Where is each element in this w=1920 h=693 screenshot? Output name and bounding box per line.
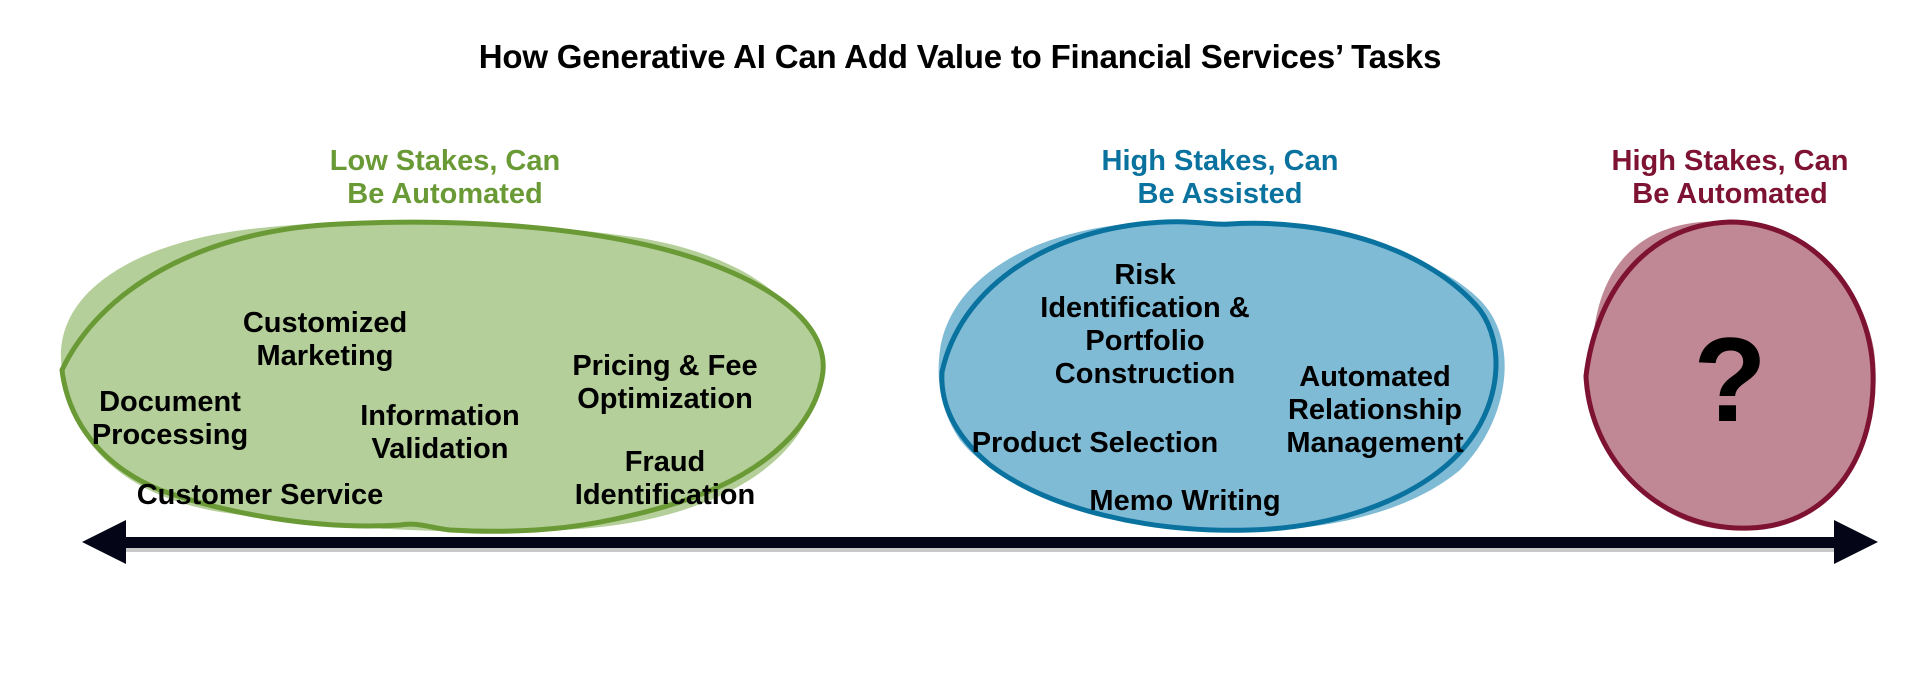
task-risk-identification-portfolio-construction: Risk Identification & Portfolio Construc… bbox=[1040, 259, 1250, 390]
low-stakes-blob-outline bbox=[59, 219, 826, 534]
task-information-validation: Information Validation bbox=[360, 400, 520, 465]
task-pricing-fee-optimization: Pricing & Fee Optimization bbox=[572, 350, 758, 415]
task-automated-relationship-management: Automated Relationship Management bbox=[1286, 361, 1464, 459]
high-stakes-automated-blob bbox=[1583, 219, 1876, 531]
task-document-processing: Document Processing bbox=[91, 386, 249, 451]
group-label-high-stakes-automated: High Stakes, Can Be Automated bbox=[1611, 145, 1849, 210]
low-stakes-automated-blob bbox=[59, 219, 826, 534]
arrow-head-left-icon bbox=[82, 520, 126, 564]
arrow-head-right-icon bbox=[1834, 520, 1878, 564]
axis-line-shadow bbox=[120, 548, 1840, 552]
task-product-selection: Product Selection bbox=[971, 427, 1219, 459]
group-label-low-stakes-automated: Low Stakes, Can Be Automated bbox=[329, 145, 561, 210]
high-stakes-automated-outline bbox=[1583, 219, 1876, 531]
task-fraud-identification: Fraud Identification bbox=[574, 446, 756, 511]
high-stakes-assisted-blob bbox=[938, 219, 1505, 533]
high-stakes-assisted-outline bbox=[939, 219, 1499, 533]
question-mark-icon: ? bbox=[1693, 313, 1767, 447]
task-customer-service: Customer Service bbox=[136, 479, 384, 511]
stakes-axis-arrow bbox=[82, 520, 1878, 564]
task-memo-writing: Memo Writing bbox=[1089, 485, 1281, 517]
task-customized-marketing: Customized Marketing bbox=[242, 307, 408, 372]
axis-line bbox=[120, 537, 1840, 548]
group-label-high-stakes-assisted: High Stakes, Can Be Assisted bbox=[1101, 145, 1339, 210]
diagram-title: How Generative AI Can Add Value to Finan… bbox=[478, 38, 1442, 75]
